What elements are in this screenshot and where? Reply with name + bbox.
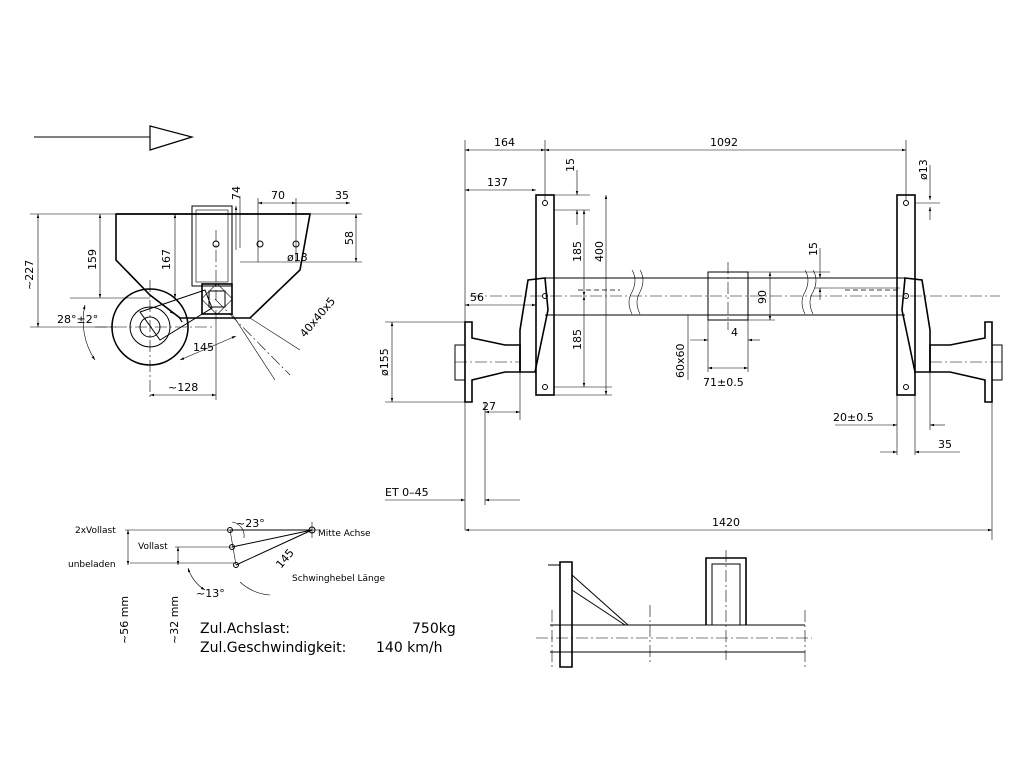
dim-front-15b: 15 bbox=[807, 242, 820, 256]
dim-front-20: 20±0.5 bbox=[833, 411, 874, 424]
front-right-bracket bbox=[896, 194, 916, 396]
side-mount-plate bbox=[191, 205, 233, 287]
dim-front-13: ø13 bbox=[917, 159, 930, 180]
spec-speed-label: Zul.Geschwindigkeit: bbox=[200, 640, 346, 656]
dim-front-164: 164 bbox=[494, 136, 515, 149]
dim-side-angle: 28°±2° bbox=[57, 313, 98, 326]
load-lever-label: Schwinghebel Länge bbox=[292, 574, 385, 584]
dim-front-1420: 1420 bbox=[712, 516, 740, 529]
load-full-label: Vollast bbox=[138, 542, 168, 552]
front-right-swing-arm bbox=[901, 277, 931, 373]
dim-front-56: 56 bbox=[470, 291, 484, 304]
dim-side-13: ø13 bbox=[287, 251, 308, 264]
dim-front-35: 35 bbox=[938, 438, 952, 451]
side-view: ~227 159 167 74 70 35 58 ø13 28°±2° 145 … bbox=[23, 186, 362, 400]
spec-speed-value: 140 km/h bbox=[376, 640, 443, 656]
dim-front-4: 4 bbox=[731, 326, 738, 339]
dim-front-400: 400 bbox=[593, 241, 606, 262]
bottom-detail-view bbox=[536, 550, 812, 668]
dim-side-159: 159 bbox=[86, 249, 99, 270]
dim-front-15a: 15 bbox=[564, 158, 577, 172]
dim-front-155: ø155 bbox=[378, 348, 391, 376]
dim-front-90: 90 bbox=[756, 290, 769, 304]
dim-side-74: 74 bbox=[230, 186, 243, 200]
side-bracket bbox=[115, 213, 311, 319]
spec-axle-load-value: 750kg bbox=[412, 621, 456, 637]
dim-front-185b: 185 bbox=[571, 329, 584, 350]
direction-arrow-icon bbox=[34, 125, 195, 151]
load-mm32: ~32 mm bbox=[168, 596, 181, 644]
dim-side-tube: 40x40x5 bbox=[297, 295, 338, 340]
dim-side-70: 70 bbox=[271, 189, 285, 202]
dim-front-185a: 185 bbox=[571, 241, 584, 262]
load-diagram: 2xVollast Vollast unbeladen ~23° ~13° Mi… bbox=[68, 517, 385, 644]
dim-front-137: 137 bbox=[487, 176, 508, 189]
side-swing-lever bbox=[139, 289, 213, 341]
load-unloaded-label: unbeladen bbox=[68, 560, 116, 570]
dim-side-58: 58 bbox=[343, 231, 356, 245]
front-left-swing-arm bbox=[519, 277, 549, 373]
dim-front-et: ET 0–45 bbox=[385, 486, 429, 499]
dim-side-35: 35 bbox=[335, 189, 349, 202]
spec-table: Zul.Achslast: 750kg Zul.Geschwindigkeit:… bbox=[200, 621, 456, 656]
spec-axle-load-label: Zul.Achslast: bbox=[200, 621, 290, 637]
side-square-tube bbox=[201, 283, 233, 315]
load-lever-value: 145 bbox=[273, 546, 296, 570]
load-angle23: ~23° bbox=[236, 517, 265, 530]
dim-front-27: 27 bbox=[482, 400, 496, 413]
dim-side-128: ~128 bbox=[168, 381, 198, 394]
front-view: 164 1092 ø13 137 15 185 400 185 15 90 56… bbox=[378, 136, 1003, 540]
side-hole bbox=[256, 240, 264, 248]
detail-bracket bbox=[559, 561, 573, 668]
dim-side-145: 145 bbox=[193, 341, 214, 354]
dim-side-227: ~227 bbox=[23, 260, 36, 290]
dim-front-1092: 1092 bbox=[710, 136, 738, 149]
dim-front-71: 71±0.5 bbox=[703, 376, 744, 389]
dim-front-60x60: 60x60 bbox=[674, 343, 687, 378]
load-mm56: ~56 mm bbox=[118, 596, 131, 644]
dim-side-167: 167 bbox=[160, 249, 173, 270]
load-2xfull-label: 2xVollast bbox=[75, 526, 116, 536]
load-angle13: ~13° bbox=[196, 587, 225, 600]
load-axle-center: Mitte Achse bbox=[318, 529, 371, 539]
front-left-bracket bbox=[535, 194, 555, 396]
